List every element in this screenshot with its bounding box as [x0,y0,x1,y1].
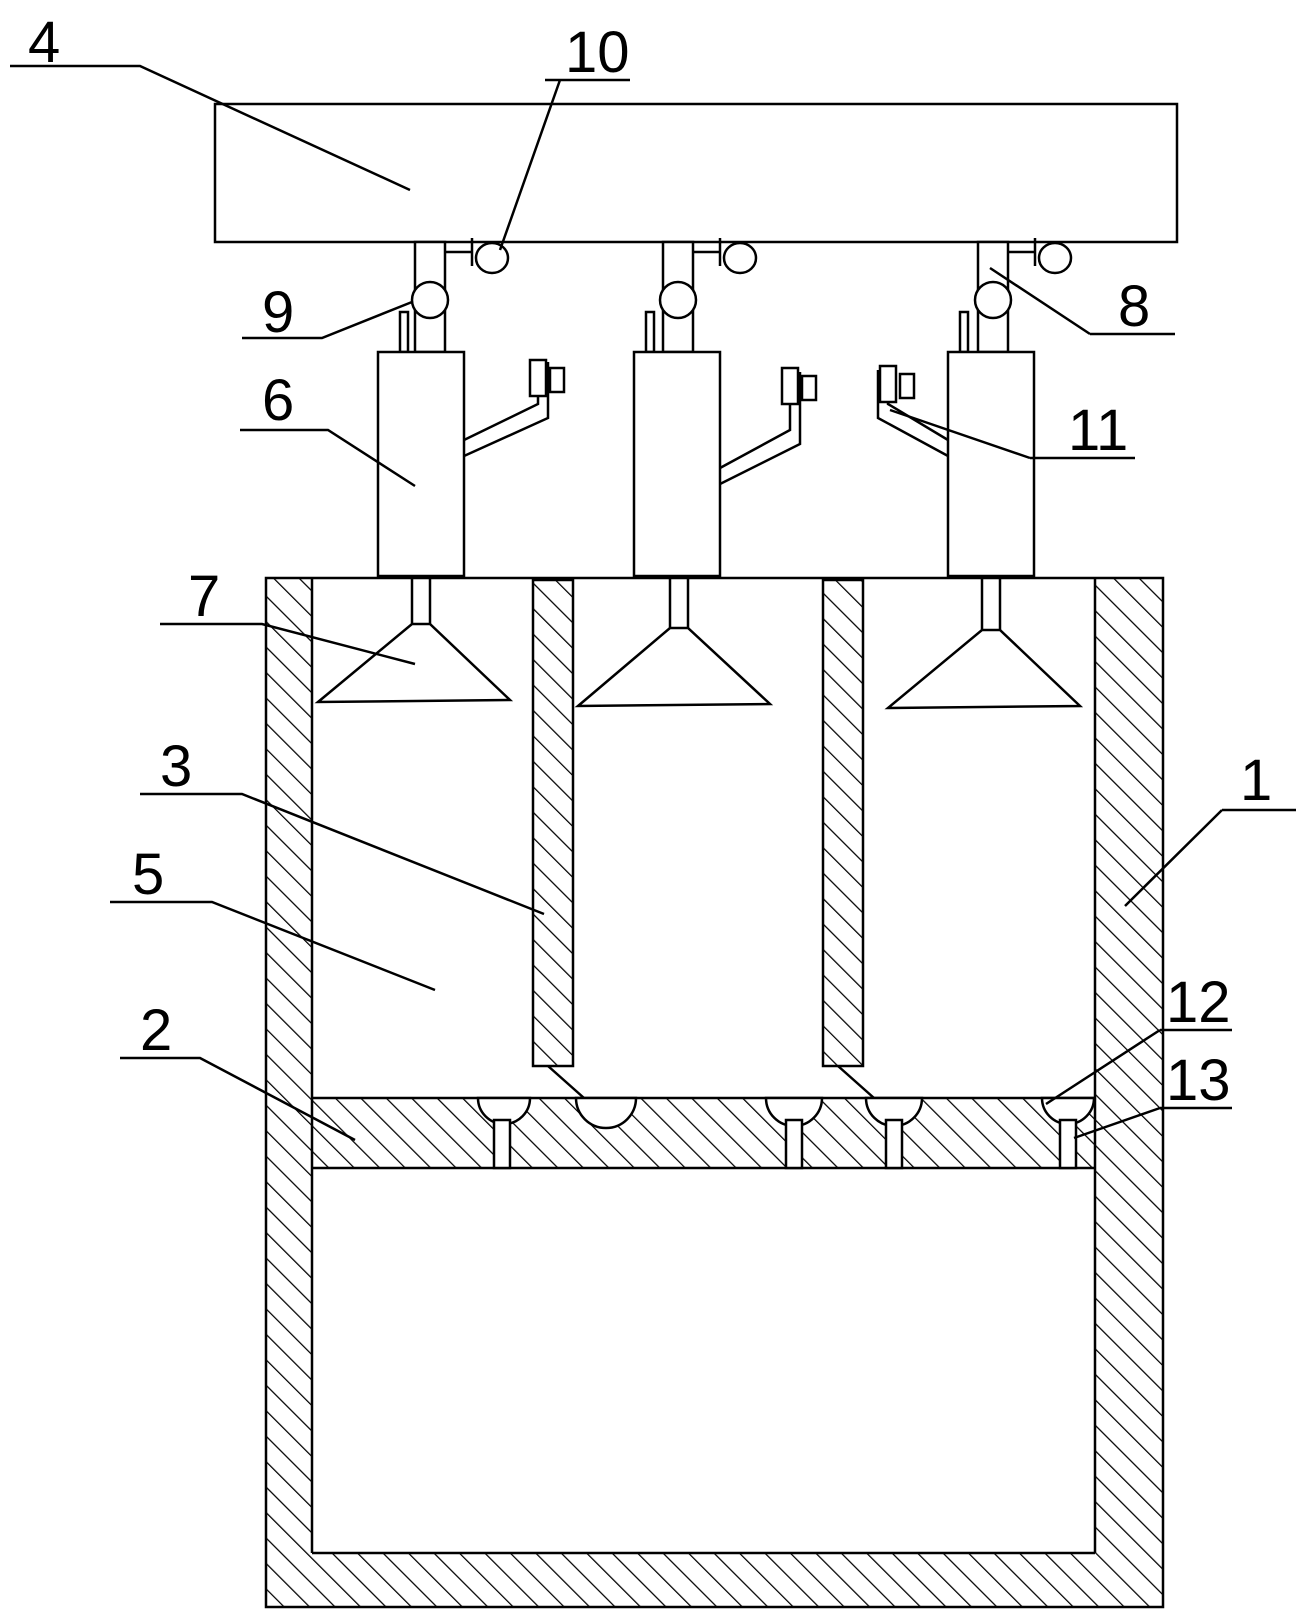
label-5: 5 [132,842,164,907]
label-7: 7 [188,564,220,629]
container-wall [264,576,1165,1609]
label-8: 8 [1118,274,1150,339]
top-frame [213,102,1179,244]
label-1: 1 [1240,748,1272,813]
label-13: 13 [1166,1048,1231,1113]
drain-holes [492,1118,1078,1170]
partition-walls [531,578,875,1099]
label-4: 4 [28,10,60,75]
label-10: 10 [565,20,630,85]
bottom-plate [312,1096,1095,1170]
sprayer-unit-left [314,238,566,704]
label-11: 11 [1068,398,1128,463]
label-2: 2 [140,998,172,1063]
label-6: 6 [262,368,294,433]
label-12: 12 [1166,970,1231,1035]
sprayer-unit-right [876,238,1084,710]
grooves [476,1096,1096,1130]
part-labels: 4 10 9 8 6 11 7 3 1 5 12 2 13 [28,10,1272,1113]
leader-lines [10,64,1296,1142]
label-3: 3 [160,734,192,799]
label-9: 9 [262,280,294,345]
sprayer-unit-middle [574,238,818,708]
